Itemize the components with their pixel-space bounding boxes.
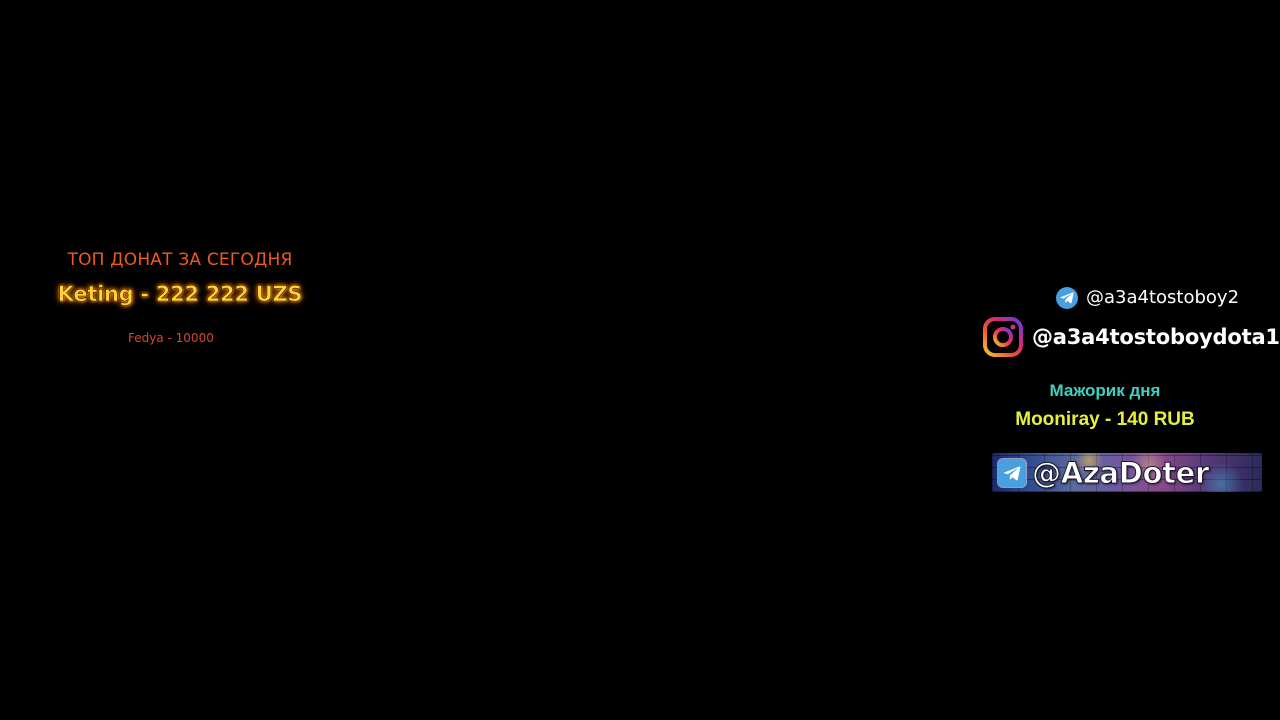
instagram-handle: @a3a4tostoboydota1 [1032,325,1280,349]
telegram-handle: @a3a4tostoboy2 [1086,287,1240,308]
top-donation-main: Keting - 222 222 UZS [57,282,303,307]
instagram-icon [982,316,1024,358]
telegram-icon [1056,287,1078,309]
major-of-day-value: Mooniray - 140 RUB [1015,409,1195,430]
telegram-icon [998,459,1026,487]
banner-handle: @AzaDoter [1031,456,1210,491]
major-of-day-widget: Мажорик дня Mooniray - 140 RUB [985,380,1225,431]
top-donation-secondary: Fedya - 10000 [128,331,214,345]
azadoter-banner: @AzaDoter [992,453,1262,492]
telegram-handle-row: @a3a4tostoboy2 [1056,286,1239,310]
banner-background [992,453,1262,492]
major-of-day-title: Мажорик дня [1049,381,1161,400]
top-donation-title: ТОП ДОНАТ ЗА СЕГОДНЯ [67,250,293,270]
top-donation-widget: ТОП ДОНАТ ЗА СЕГОДНЯ Keting - 222 222 UZ… [40,248,320,307]
instagram-handle-row: @a3a4tostoboydota1 [982,316,1280,358]
